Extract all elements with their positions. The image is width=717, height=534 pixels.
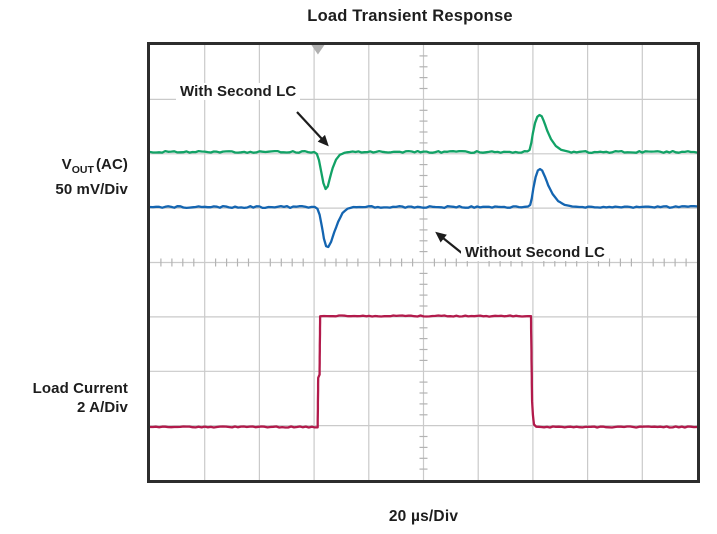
vout-axis-label: VOUT(AC) 50 mV/Div bbox=[0, 155, 128, 199]
vout-symbol: V bbox=[61, 156, 72, 173]
load-axis-label: Load Current 2 A/Div bbox=[0, 379, 128, 417]
vout-subscript: OUT bbox=[71, 164, 94, 176]
time-scale-label: 20 µs/Div bbox=[388, 508, 459, 525]
scope-graticule: With Second LC Without Second LC bbox=[147, 42, 700, 483]
trigger-marker-icon bbox=[311, 45, 325, 55]
load-channel-name: Load Current bbox=[32, 380, 128, 397]
chart-title: Load Transient Response bbox=[307, 7, 513, 25]
trace-without_lc bbox=[150, 167, 697, 249]
arrow-without-second-lc bbox=[435, 231, 464, 255]
trace-with_lc bbox=[150, 113, 697, 191]
vout-suffix: (AC) bbox=[95, 156, 128, 173]
vout-scale-label: 50 mV/Div bbox=[55, 181, 128, 198]
vout-channel-name: VOUT(AC) bbox=[0, 155, 128, 180]
load-scale-label: 2 A/Div bbox=[77, 399, 128, 416]
annotation-without-second-lc: Without Second LC bbox=[461, 244, 609, 261]
trace-load_current bbox=[150, 314, 697, 429]
arrow-with-second-lc bbox=[296, 111, 329, 147]
scope-canvas bbox=[150, 45, 697, 480]
annotation-with-second-lc: With Second LC bbox=[176, 83, 301, 100]
